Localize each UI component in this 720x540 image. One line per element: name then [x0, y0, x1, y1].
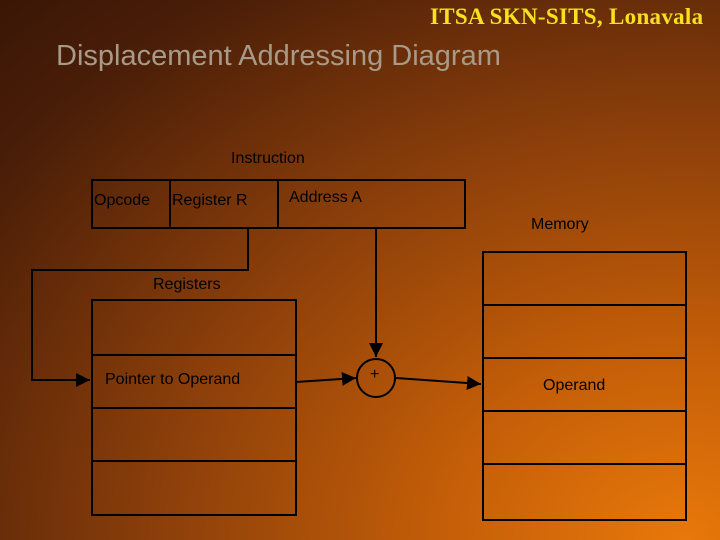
instruction-label: Instruction [231, 150, 305, 167]
brand-logo-text: ITSA SKN-SITS, Lonavala [430, 4, 704, 29]
adder-to-memory-arrow [395, 376, 482, 390]
adder-plus-label: + [370, 366, 380, 383]
pointer-to-operand-label: Pointer to Operand [105, 371, 241, 388]
register-select-arrow [31, 228, 249, 387]
registers-label: Registers [153, 276, 221, 293]
opcode-field-label: Opcode [94, 192, 151, 209]
adder-circle [356, 358, 396, 398]
register-field-label: Register R [172, 192, 248, 209]
address-field-label: Address A [289, 189, 362, 206]
pointer-to-adder-arrow [295, 371, 357, 386]
slide-title: Displacement Addressing Diagram [56, 40, 501, 72]
memory-box [482, 251, 687, 521]
memory-label: Memory [531, 216, 589, 233]
operand-label: Operand [543, 377, 606, 394]
